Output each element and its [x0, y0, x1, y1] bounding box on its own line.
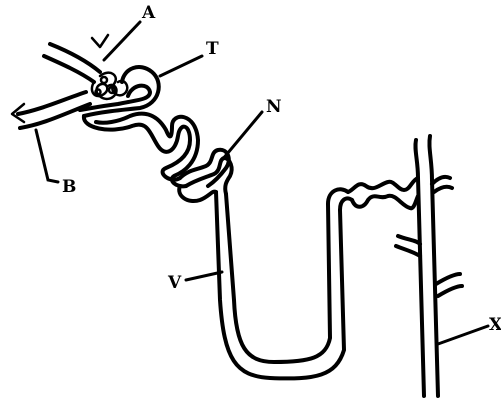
collecting-duct [396, 136, 462, 396]
leader-N [222, 112, 262, 160]
label-b: B [62, 177, 76, 197]
label-n: N [266, 97, 282, 117]
label-x: X [489, 315, 501, 335]
loop-of-henle [216, 189, 352, 378]
leader-V [186, 272, 222, 280]
afferent-arteriole [44, 35, 108, 82]
leader-T [160, 56, 202, 76]
label-v: V [167, 273, 182, 293]
leader-B [36, 130, 58, 182]
label-a: A [141, 3, 156, 23]
label-t: T [206, 39, 219, 59]
leader-A [104, 22, 140, 60]
distal-convoluted-tubule [348, 178, 418, 208]
leader-X [438, 326, 488, 344]
